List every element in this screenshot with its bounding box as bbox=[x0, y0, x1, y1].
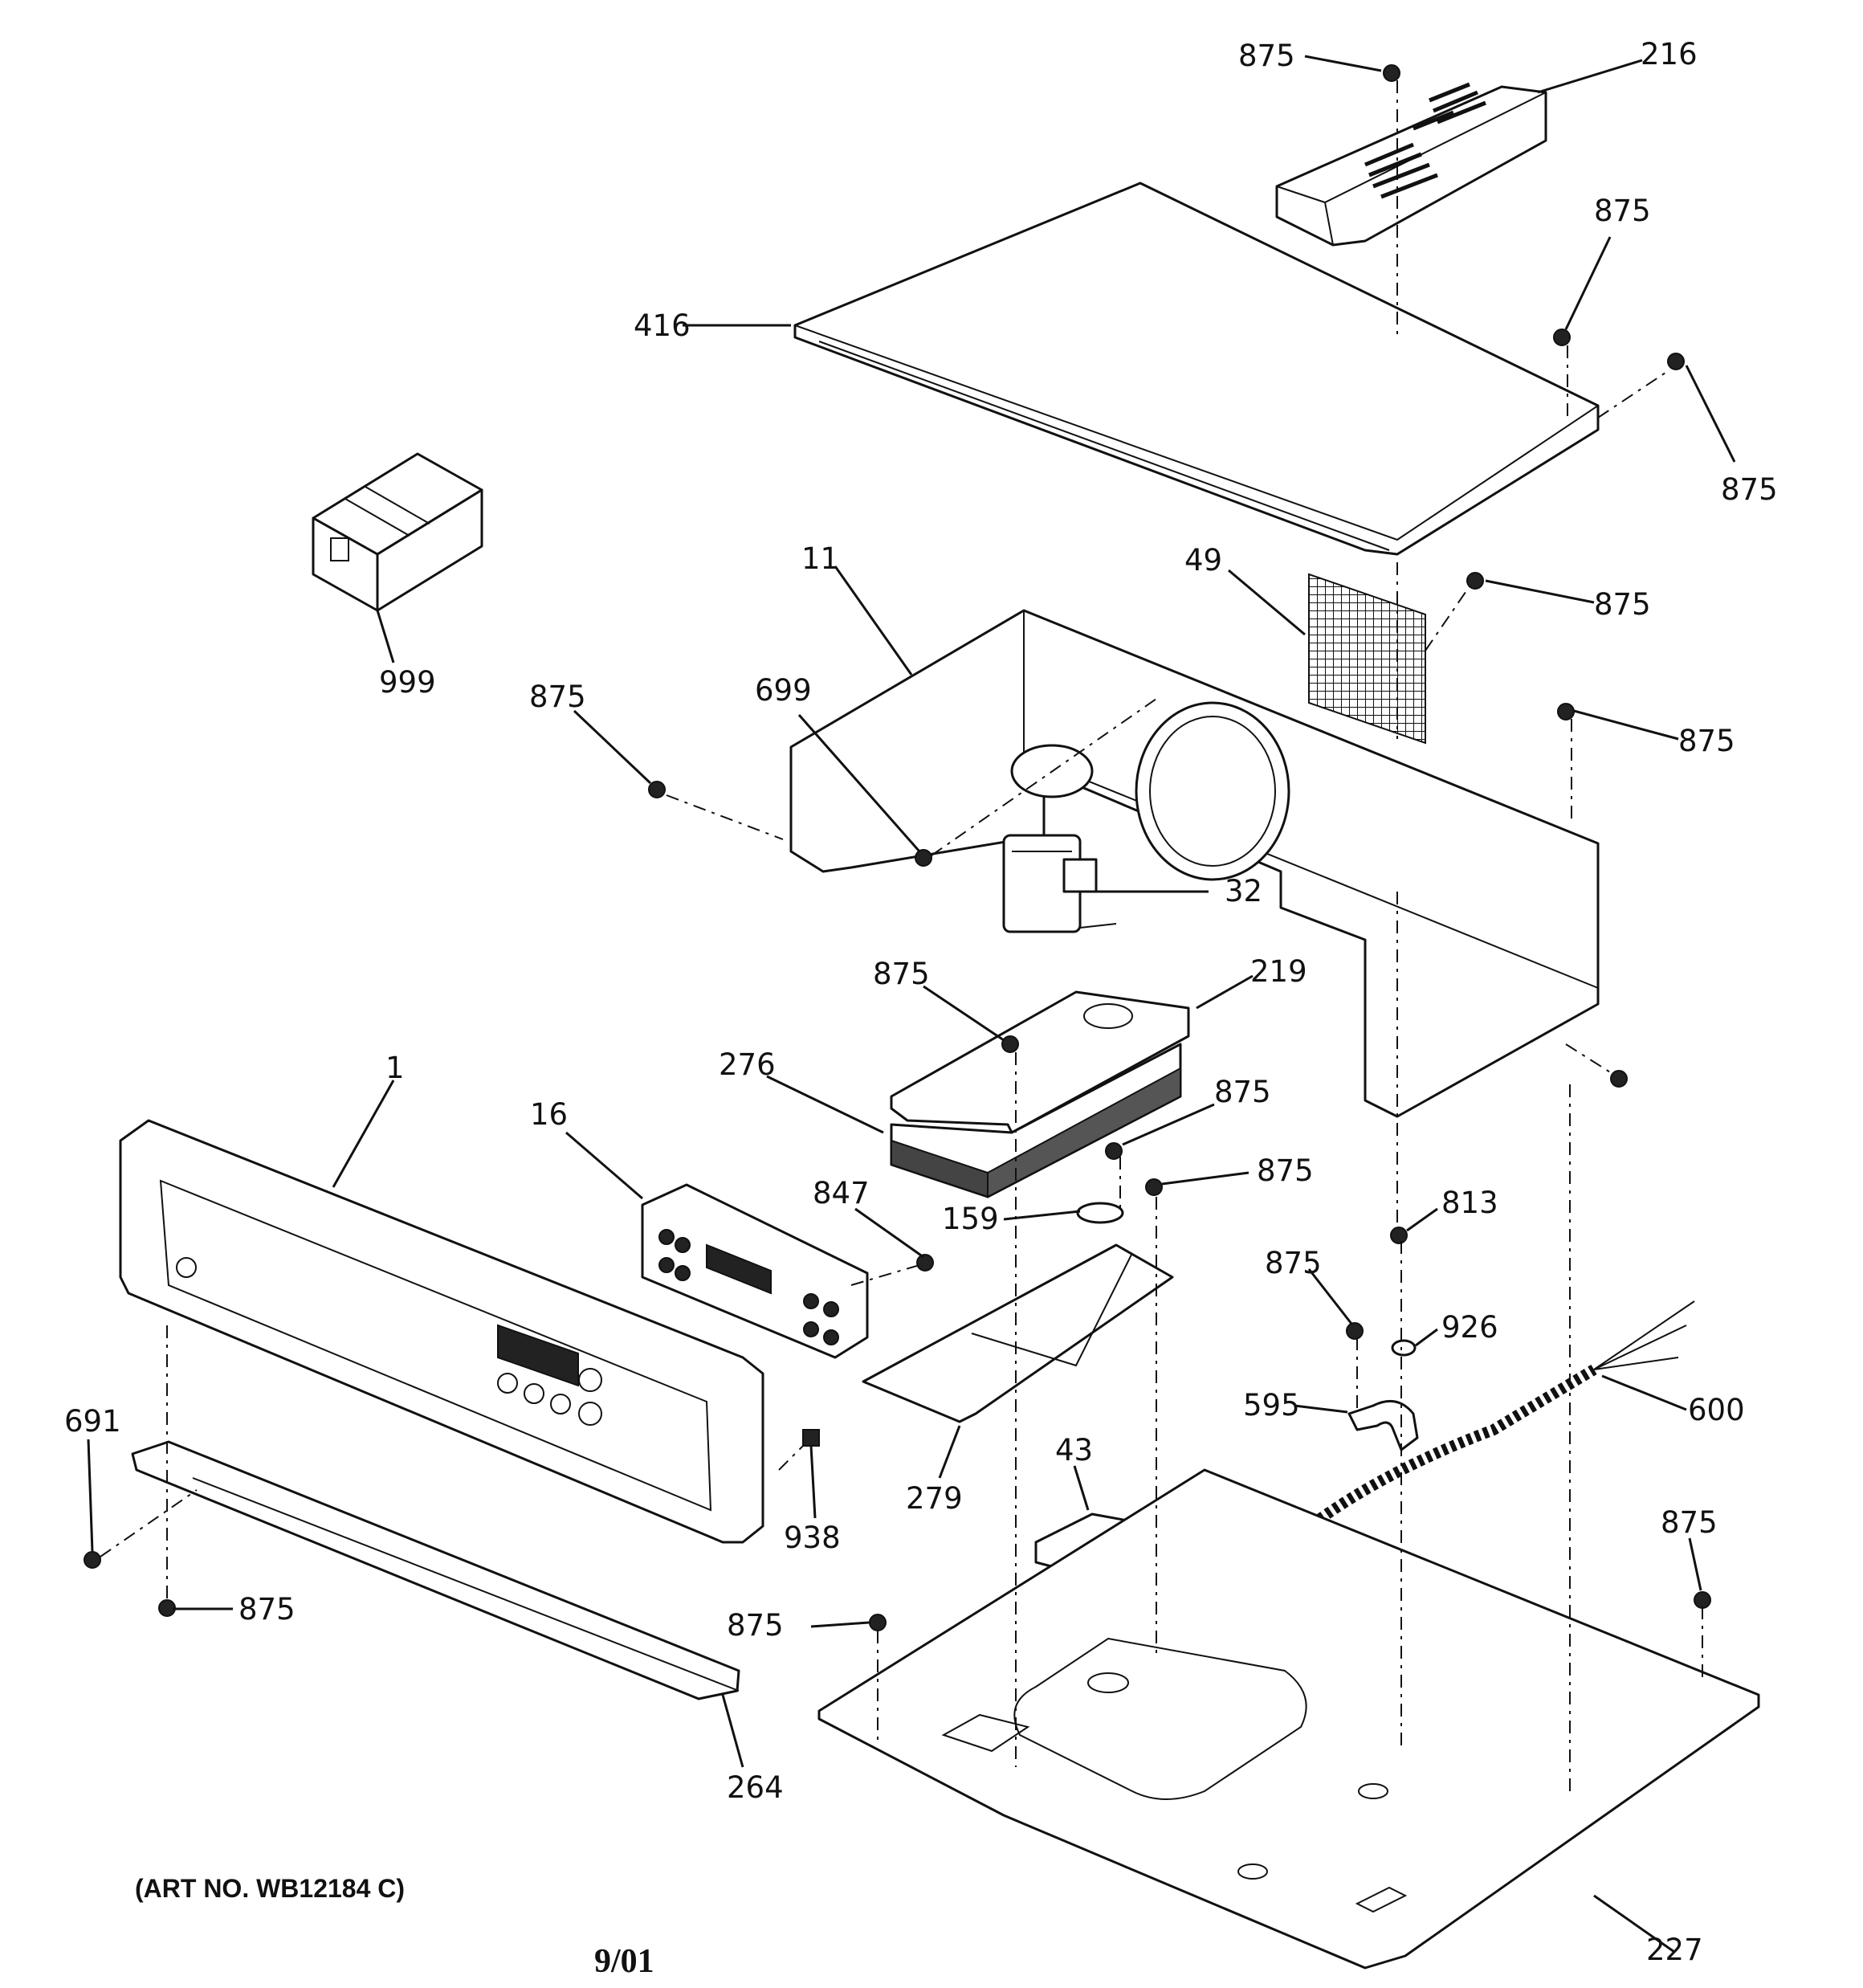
callout-11: 11 bbox=[801, 541, 839, 576]
callout-216: 216 bbox=[1641, 37, 1698, 71]
callout-875: 875 bbox=[1721, 472, 1778, 507]
screw-icon bbox=[1346, 1322, 1364, 1340]
callout-847: 847 bbox=[813, 1176, 870, 1210]
callout-159: 159 bbox=[942, 1202, 999, 1236]
callout-labels: 216 875 875 875 416 999 11 49 875 875 87… bbox=[64, 37, 1778, 1967]
screw-icon bbox=[1145, 1178, 1163, 1196]
part-279-shield bbox=[862, 1243, 1174, 1423]
callout-875: 875 bbox=[238, 1592, 296, 1627]
callout-926: 926 bbox=[1441, 1310, 1498, 1345]
screw-icon bbox=[802, 1429, 820, 1447]
revision-date: 9/01 bbox=[594, 1943, 654, 1980]
callout-875: 875 bbox=[1265, 1246, 1322, 1280]
callout-264: 264 bbox=[727, 1770, 784, 1805]
part-416-top-panel bbox=[793, 182, 1600, 556]
callout-999: 999 bbox=[379, 665, 436, 700]
screw-icon bbox=[1694, 1591, 1711, 1609]
screw-icon bbox=[916, 1254, 934, 1272]
part-999-box bbox=[312, 452, 483, 612]
leader-lines bbox=[87, 55, 1736, 1953]
screw-icon bbox=[1553, 329, 1571, 346]
part-16-control-board bbox=[641, 1183, 869, 1359]
callout-43: 43 bbox=[1055, 1433, 1093, 1468]
callout-875: 875 bbox=[1678, 724, 1735, 758]
screw-icon bbox=[1667, 353, 1685, 370]
callout-875: 875 bbox=[727, 1608, 784, 1643]
callout-16: 16 bbox=[530, 1097, 568, 1132]
callout-49: 49 bbox=[1184, 543, 1222, 578]
callout-813: 813 bbox=[1441, 1186, 1498, 1220]
callout-276: 276 bbox=[719, 1047, 776, 1082]
part-216-vent-cover bbox=[1275, 82, 1547, 247]
screw-icon bbox=[915, 849, 932, 867]
callout-875: 875 bbox=[1594, 194, 1651, 228]
screws bbox=[84, 64, 1711, 1631]
screw-icon bbox=[84, 1551, 101, 1569]
callout-699: 699 bbox=[755, 673, 812, 708]
callout-875: 875 bbox=[1594, 587, 1651, 622]
part-159-thermostat bbox=[1076, 1202, 1124, 1224]
screw-icon bbox=[1466, 572, 1484, 590]
assembly-lines bbox=[100, 80, 1703, 1791]
screw-icon bbox=[648, 781, 666, 798]
screw-icon bbox=[1610, 1070, 1628, 1088]
callout-691: 691 bbox=[64, 1404, 121, 1439]
part-276-insulation bbox=[890, 1043, 1182, 1198]
callout-938: 938 bbox=[784, 1521, 841, 1555]
callout-595: 595 bbox=[1243, 1388, 1300, 1423]
callout-600: 600 bbox=[1688, 1393, 1745, 1427]
screw-icon bbox=[1001, 1035, 1019, 1053]
screw-icon bbox=[1383, 64, 1400, 82]
part-264-rail bbox=[131, 1440, 740, 1700]
art-number: (ART NO. WB12184 C) bbox=[135, 1874, 405, 1903]
callout-875: 875 bbox=[873, 957, 930, 991]
callout-1: 1 bbox=[385, 1051, 405, 1085]
part-11-housing bbox=[789, 609, 1600, 1118]
part-49-screen bbox=[1308, 573, 1426, 745]
callout-227: 227 bbox=[1646, 1933, 1703, 1967]
callout-875: 875 bbox=[1238, 39, 1295, 73]
callout-875: 875 bbox=[1257, 1153, 1314, 1188]
callout-219: 219 bbox=[1250, 954, 1307, 989]
callout-279: 279 bbox=[906, 1481, 963, 1516]
part-595-clamp bbox=[1347, 1399, 1419, 1451]
callout-32: 32 bbox=[1225, 874, 1262, 908]
callout-875: 875 bbox=[1661, 1505, 1718, 1540]
screw-icon bbox=[1105, 1142, 1123, 1160]
screw-icon bbox=[1390, 1227, 1408, 1244]
screw-icon bbox=[869, 1614, 887, 1631]
part-227-base bbox=[817, 1468, 1760, 1970]
callout-416: 416 bbox=[634, 308, 691, 343]
callout-875: 875 bbox=[1214, 1075, 1271, 1109]
screw-icon bbox=[1557, 703, 1575, 720]
part-1-control-panel bbox=[119, 1119, 764, 1544]
callout-875: 875 bbox=[529, 680, 586, 714]
part-926-grommet bbox=[1391, 1339, 1417, 1357]
